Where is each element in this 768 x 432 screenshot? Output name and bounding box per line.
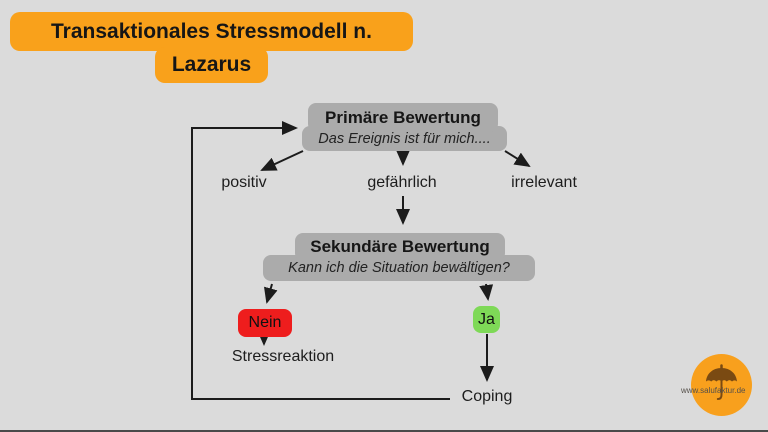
website-url: www.salufaktur.de: [681, 386, 746, 395]
page-title-line1: Transaktionales Stressmodell n.: [10, 12, 413, 51]
label-irrelevant: irrelevant: [511, 174, 577, 191]
label-positiv: positiv: [221, 174, 267, 191]
arrow-primary-to-positiv: [260, 150, 304, 171]
label-stressreaktion: Stressreaktion: [231, 348, 335, 365]
slide-bottom-edge: [0, 430, 768, 432]
secondary-appraisal-title: Sekundäre Bewertung: [295, 233, 505, 261]
decision-ja-badge: Ja: [473, 306, 500, 333]
umbrella-icon: [706, 364, 737, 400]
arrow-secondary-to-nein: [264, 283, 278, 304]
label-coping: Coping: [461, 388, 513, 405]
salufaktur-logo: [691, 354, 752, 416]
label-gefaehrlich: gefährlich: [367, 174, 437, 191]
primary-appraisal-title: Primäre Bewertung: [308, 103, 498, 132]
arrow-secondary-to-ja: [479, 283, 494, 301]
decision-nein-badge: Nein: [238, 309, 292, 337]
arrow-primary-to-irrelevant: [504, 150, 531, 168]
page-title-line2: Lazarus: [155, 47, 268, 83]
